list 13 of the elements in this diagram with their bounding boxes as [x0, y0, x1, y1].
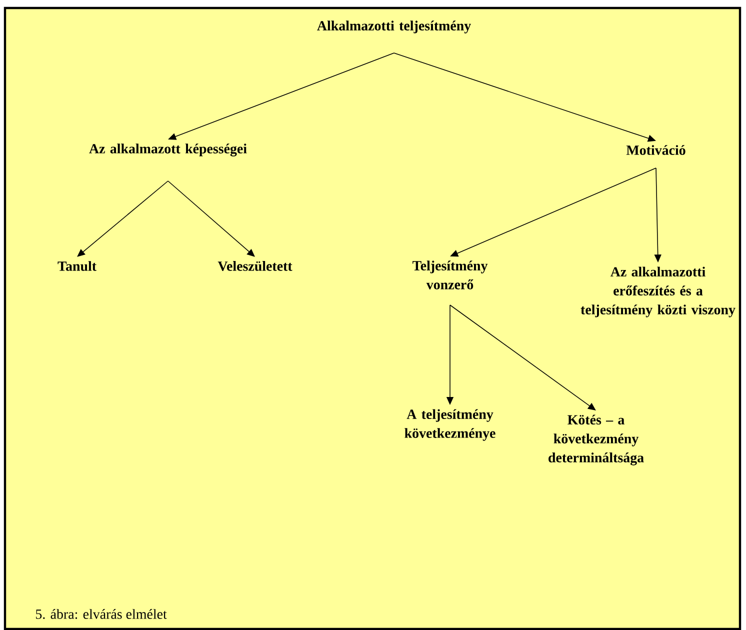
node-label: Az alkalmazott képességei: [89, 144, 247, 156]
arrow: [77, 180, 168, 257]
node-label: Tanult: [58, 261, 96, 271]
arrow: [450, 304, 596, 410]
node-label: Alkalmazotti teljesítmény: [317, 20, 471, 34]
arrow: [168, 180, 255, 257]
node-label: A teljesítmény következménye: [404, 409, 496, 441]
node-label: Teljesítmény vonzerő: [412, 260, 488, 290]
node-label: Az alkalmazotti erőfeszítés és a teljesítmény közti viszony: [580, 266, 736, 318]
node-label: Kötés – a következmény determináltsága: [548, 414, 644, 466]
node-label: Veleszületett: [218, 261, 292, 271]
caption: 5. ábra: elvárás elmélet: [36, 609, 167, 619]
node-label: Motiváció: [626, 145, 686, 155]
